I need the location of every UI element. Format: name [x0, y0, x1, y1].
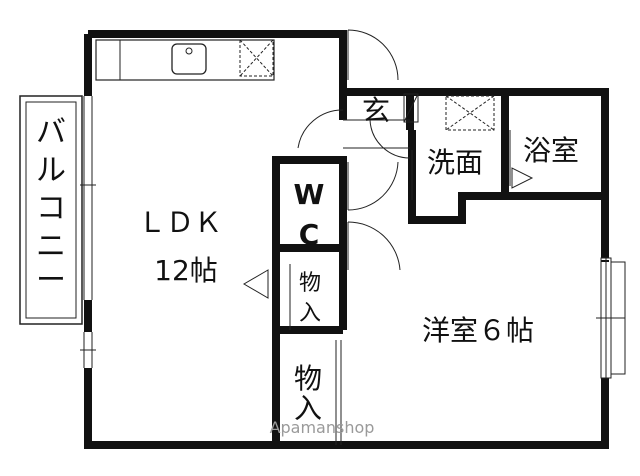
window-left — [80, 96, 96, 368]
storage1-char-2: 入 — [299, 301, 321, 326]
entry-arrows — [243, 167, 534, 299]
senmen-label: 洗面 — [427, 146, 483, 179]
genkan-label: 玄 — [362, 94, 390, 127]
exterior-walls — [84, 30, 609, 449]
storage2-label: 物 入 — [294, 362, 322, 425]
storage1-label: 物 入 — [299, 271, 321, 326]
interior-walls — [272, 72, 605, 445]
balcony-char-2: ル — [36, 153, 66, 188]
door-arcs — [297, 29, 411, 271]
balcony-label: バ ル コ ニ ー — [36, 115, 66, 298]
genkan-details — [403, 93, 495, 131]
yokushitsu-label: 浴室 — [523, 134, 579, 167]
watermark: Apamanshop — [270, 418, 375, 437]
balcony — [19, 95, 83, 325]
storage2-char-1: 物 — [294, 362, 322, 395]
kitchen-counter — [95, 39, 275, 81]
thin-lines — [289, 119, 511, 445]
yoshitsu-label: 洋室６帖 — [422, 314, 534, 347]
balcony-char-4: ニ — [36, 229, 66, 264]
balcony-char-3: コ — [36, 191, 66, 226]
wc-label-bottom: C — [299, 218, 320, 251]
balcony-char-1: バ — [36, 115, 66, 150]
ldk-name-label: ＬＤＫ — [138, 206, 222, 239]
balcony-char-5: ー — [36, 263, 66, 298]
window-right — [596, 257, 626, 379]
wc-label-top: W — [294, 178, 325, 211]
storage2-char-2: 入 — [294, 392, 322, 425]
ldk-size-label: 12帖 — [154, 254, 218, 287]
storage1-char-1: 物 — [299, 271, 321, 296]
